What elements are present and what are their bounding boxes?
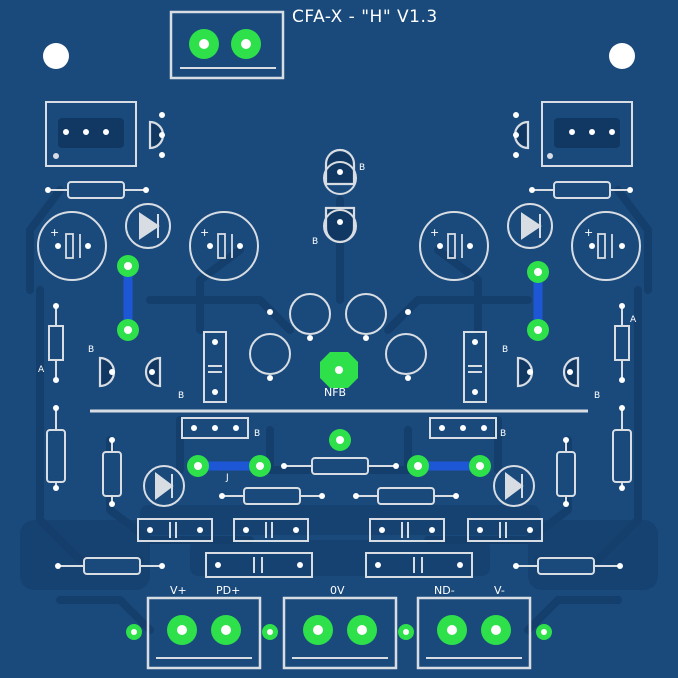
label-b-1: B [359, 163, 365, 173]
label-0v: 0V [330, 584, 345, 597]
label-b-7: B [254, 429, 260, 439]
output-transistors [249, 293, 427, 375]
label-j: J [225, 473, 229, 483]
cap-plus-4: + [584, 226, 593, 239]
mounting-hole-top-right [609, 43, 635, 69]
nfb-label: NFB [324, 386, 346, 399]
label-b-8: B [500, 429, 506, 439]
cap-plus-1: + [50, 226, 59, 239]
label-b-3: B [88, 345, 94, 355]
label-b-5: B [502, 345, 508, 355]
label-ndminus: ND- [434, 584, 455, 597]
label-a-left: A [38, 365, 45, 375]
film-caps-vertical [203, 331, 487, 403]
label-b-2: B [312, 237, 318, 247]
label-a-right: A [630, 315, 637, 325]
film-caps-horizontal [137, 518, 543, 578]
bottom-connectors [146, 596, 532, 670]
resistors-top [48, 181, 630, 199]
small-headers [181, 417, 497, 439]
cap-plus-3: + [430, 226, 439, 239]
label-vplus: V+ [170, 584, 187, 597]
label-pdplus: PD+ [216, 584, 240, 597]
label-vminus: V- [494, 584, 505, 597]
mounting-holes [43, 43, 635, 69]
label-b-4: B [178, 391, 184, 401]
label-b-6: B [594, 391, 600, 401]
resistors-horizontal [58, 457, 620, 575]
header-top-right [541, 101, 633, 167]
leds-bottom [143, 465, 535, 507]
board-title: CFA-X - "H" V1.3 [292, 7, 438, 27]
side-components [46, 306, 632, 504]
mounting-hole-top-left [43, 43, 69, 69]
top-connector [169, 10, 285, 80]
cap-plus-2: + [200, 226, 209, 239]
electrolytic-capacitors [37, 161, 641, 281]
header-top-left [45, 101, 137, 167]
leds-top [125, 203, 553, 249]
